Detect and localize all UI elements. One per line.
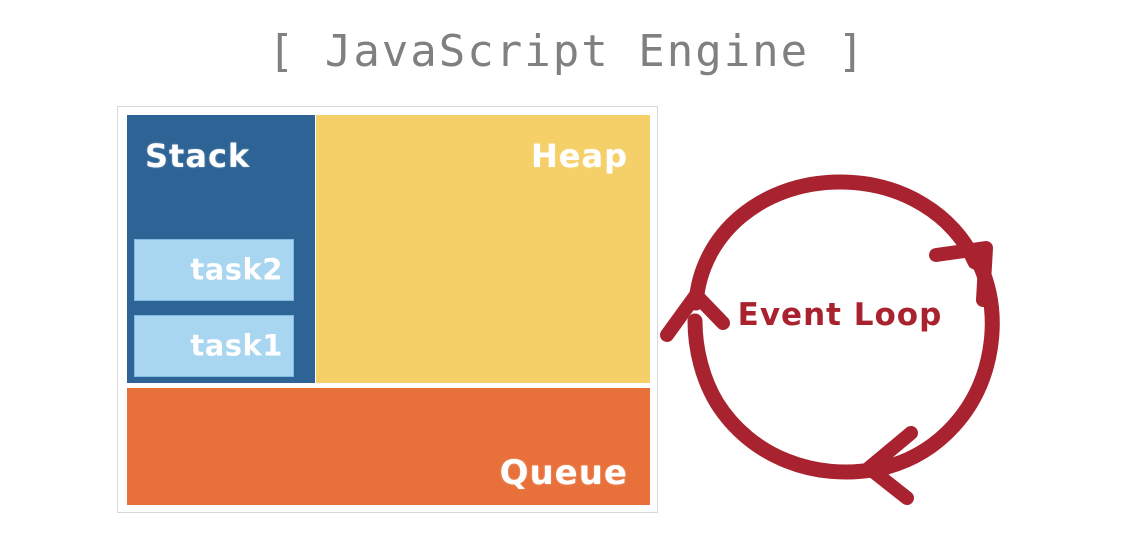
javascript-engine-container: Stack task2 task1 Heap Queue	[117, 106, 658, 513]
queue-region: Queue	[127, 388, 650, 505]
arrowhead-left-bottom-icon	[862, 426, 918, 505]
event-loop-label: Event Loop	[737, 297, 943, 333]
stack-frame-task1-label: task1	[190, 328, 283, 363]
heap-label: Heap	[531, 137, 628, 175]
queue-label: Queue	[499, 453, 628, 493]
event-loop-diagram: Event Loop	[655, 145, 1025, 505]
page-title: [ JavaScript Engine ]	[267, 26, 867, 77]
event-loop-circular-arrow-icon	[660, 174, 1000, 505]
arrowhead-up-left-icon	[660, 288, 730, 342]
stack-frame-task2: task2	[134, 239, 294, 301]
stack-label: Stack	[145, 137, 251, 175]
stack-frame-task1: task1	[134, 315, 294, 377]
stack-frame-task2-label: task2	[190, 252, 283, 287]
arrowhead-up-right-icon	[929, 241, 993, 307]
heap-region: Heap	[316, 115, 650, 383]
stack-region: Stack task2 task1	[127, 115, 315, 383]
